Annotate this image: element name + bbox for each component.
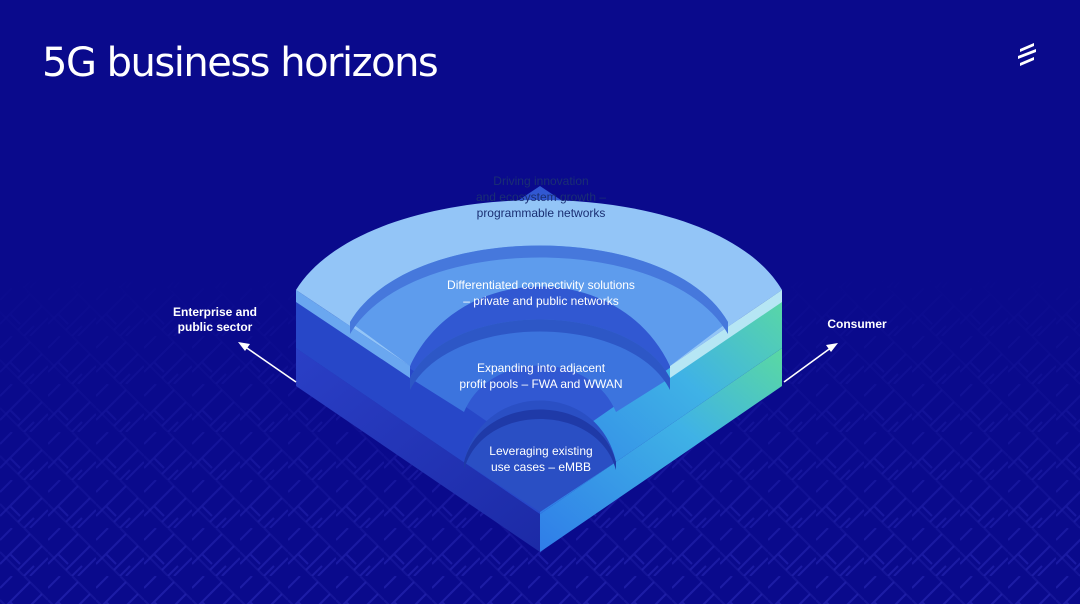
- enterprise-label: Enterprise and public sector: [150, 305, 280, 335]
- horizon-band-4: [464, 400, 616, 512]
- base-right-face: [540, 348, 782, 552]
- enterprise-label-line-1: Enterprise and: [172, 305, 258, 319]
- ericsson-logo-icon: [1018, 43, 1036, 66]
- consumer-arrow: [783, 343, 838, 383]
- horizon-band-1-edge-right: [670, 290, 782, 378]
- horizon-band-3: [410, 319, 670, 412]
- horizon-band-2-rim: [350, 245, 728, 334]
- horizon-1-line-2: and ecosystem growth –: [475, 190, 607, 204]
- base-left-face: [296, 348, 540, 552]
- horizon-2-line-2: – private and public networks: [463, 294, 619, 308]
- horizon-band-1-edge: [296, 290, 410, 378]
- page-title: 5G business horizons: [42, 40, 439, 86]
- horizon-1-line-1: Driving innovation: [493, 174, 589, 188]
- enterprise-label-line-2: public sector: [177, 320, 253, 334]
- horizon-4-line-1: Leveraging existing: [489, 444, 593, 458]
- horizon-2-text: Differentiated connectivity solutions – …: [400, 277, 682, 309]
- horizon-3-line-2: profit pools – FWA and WWAN: [459, 377, 623, 391]
- enterprise-arrow: [238, 342, 297, 383]
- horizon-2-line-1: Differentiated connectivity solutions: [447, 278, 635, 292]
- horizon-band-4-rim: [464, 409, 616, 470]
- horizon-3-text: Expanding into adjacent profit pools – F…: [400, 360, 682, 392]
- horizon-4-line-2: use cases – eMBB: [490, 460, 592, 474]
- consumer-label: Consumer: [827, 317, 887, 331]
- horizon-band-3-rim: [410, 319, 670, 390]
- horizon-band-2: [350, 245, 728, 366]
- horizon-3-line-1: Expanding into adjacent: [476, 361, 606, 375]
- horizon-1-line-3: programmable networks: [476, 206, 606, 220]
- horizon-4-text: Leveraging existing use cases – eMBB: [440, 443, 642, 475]
- horizon-1-text: Driving innovation and ecosystem growth …: [400, 173, 682, 221]
